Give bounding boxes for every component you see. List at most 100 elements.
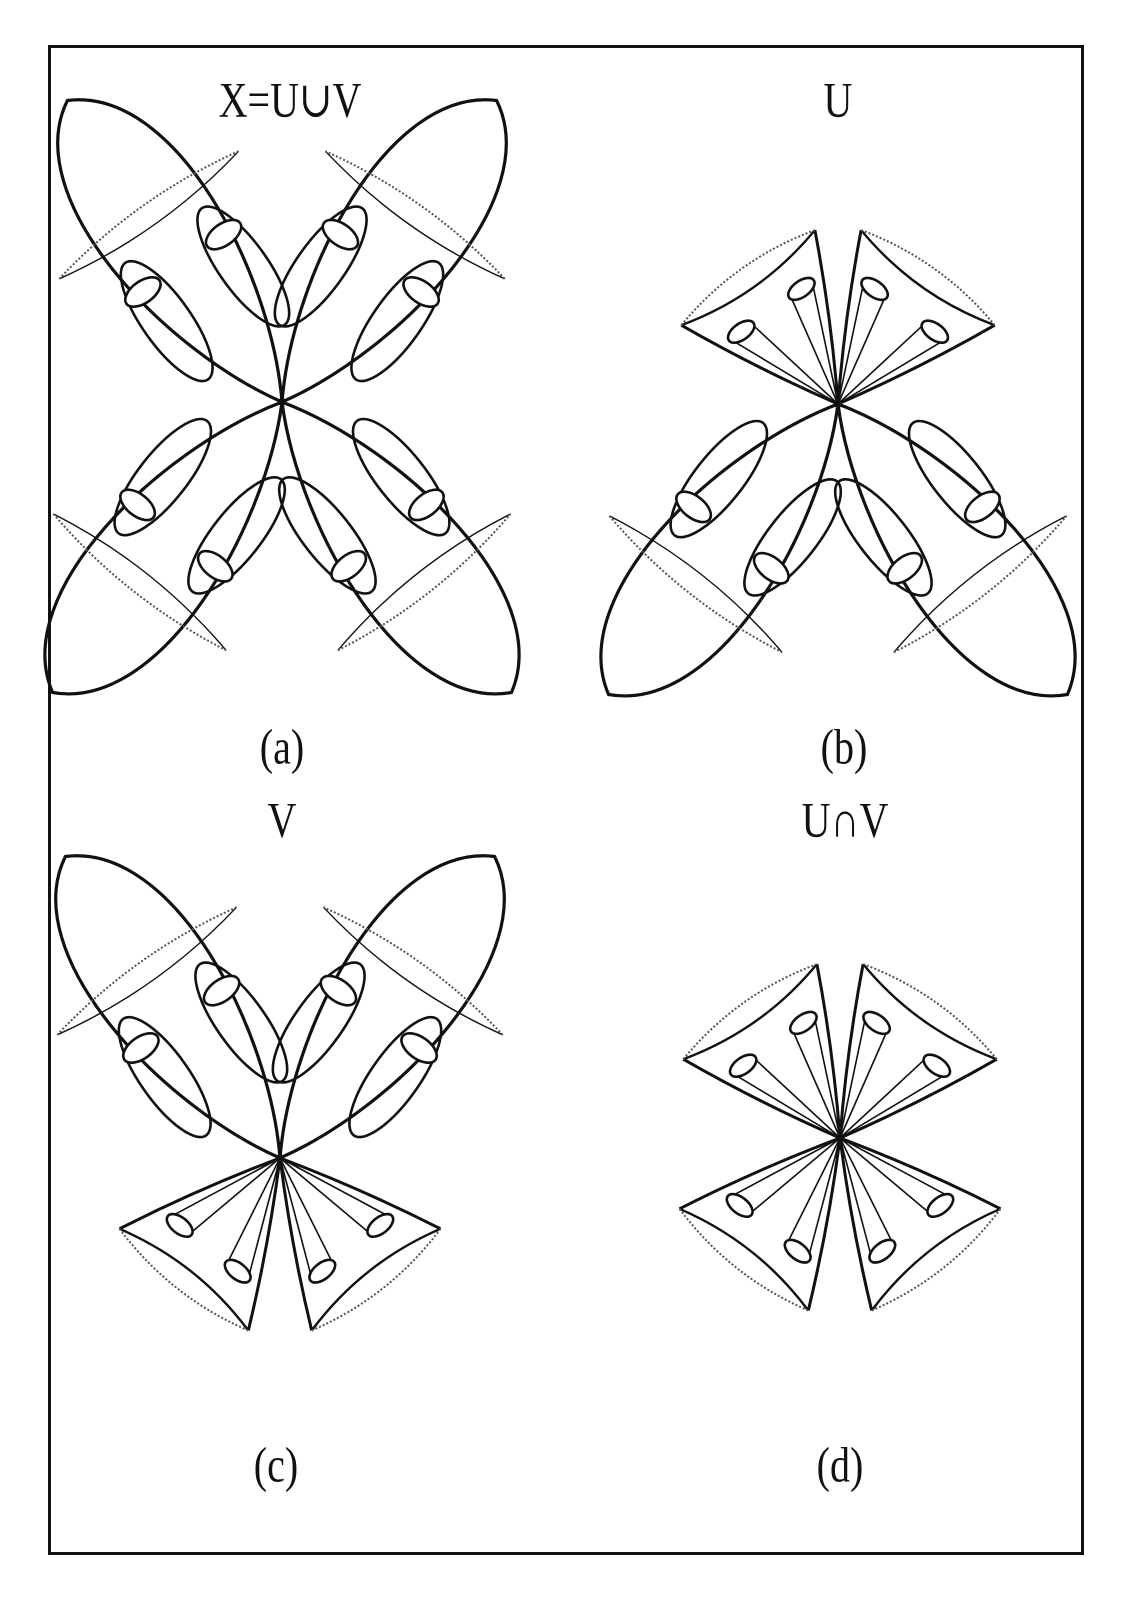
cut-front-arc: [893, 515, 1067, 653]
tube-line: [837, 323, 925, 405]
inner-loop: [194, 961, 289, 1084]
tube-ring: [862, 1010, 892, 1036]
cut-front-arc: [609, 515, 783, 653]
tube-line: [839, 1030, 889, 1139]
tube-line: [279, 1157, 371, 1235]
panel-d-title: U∩V: [801, 791, 889, 848]
tube-line: [279, 1157, 391, 1219]
tube-ring: [366, 1212, 395, 1239]
tube-line: [837, 281, 865, 405]
panel-b-caption: (b): [820, 718, 868, 775]
tube-line: [839, 1057, 927, 1139]
tube-ring: [321, 218, 360, 251]
tube-line: [839, 1137, 931, 1215]
tube-line: [729, 1137, 841, 1199]
petal-ne: [838, 963, 998, 1140]
tube-ring: [860, 276, 890, 302]
cut-front-arc: [59, 150, 240, 280]
tube-ring: [675, 490, 713, 524]
cut-front-arc: [57, 906, 238, 1036]
cut-front-arc: [310, 1227, 441, 1332]
lobe-outline: [278, 854, 506, 1160]
panel-c-open-set-v: [54, 854, 506, 1332]
lobe-outline: [836, 402, 1077, 698]
cut-back-arc: [118, 1228, 249, 1332]
cut-front-arc: [322, 906, 503, 1036]
cut-back-arc: [682, 963, 818, 1060]
tube-ring: [726, 319, 756, 344]
cut-front-arc: [337, 513, 511, 651]
inner-loop: [350, 259, 445, 383]
lobe-outline: [599, 402, 840, 698]
tube-ring: [165, 1212, 194, 1239]
tube-line: [811, 281, 839, 405]
tube-line: [730, 338, 839, 405]
tube-line: [226, 1157, 281, 1264]
tube-ring: [123, 276, 162, 308]
inner-loop: [119, 259, 214, 383]
tube-line: [839, 1137, 894, 1244]
tube-line: [813, 1015, 841, 1139]
cut-back-arc: [608, 515, 783, 654]
panel-b-title: U: [823, 71, 853, 128]
inner-loop: [833, 478, 933, 597]
tube-line: [839, 1072, 948, 1139]
cut-front-arc: [860, 229, 996, 327]
cut-front-arc: [862, 963, 998, 1061]
lobe-outline: [56, 98, 284, 404]
tube-ring: [121, 1032, 160, 1064]
tube-line: [732, 1072, 841, 1139]
inner-loop: [271, 961, 366, 1084]
petal-nw: [682, 963, 842, 1140]
tube-line: [753, 1057, 841, 1139]
tube-ring: [407, 488, 445, 522]
tube-ring: [330, 549, 368, 583]
tube-ring: [196, 549, 234, 583]
inner-loop: [351, 417, 451, 537]
cone-edge: [839, 1136, 1002, 1211]
lobe-outline: [280, 400, 521, 696]
tube-ring: [963, 490, 1001, 524]
tube-line: [749, 1137, 841, 1215]
petal-sw: [118, 1156, 282, 1332]
tube-line: [789, 296, 839, 405]
petal-sw: [43, 400, 287, 696]
inner-loop: [113, 417, 213, 537]
cone-edge: [838, 1137, 874, 1311]
cut-front-arc: [682, 963, 818, 1061]
tube-ring: [786, 276, 816, 302]
cone-edge: [813, 229, 840, 405]
cut-back-arc: [680, 229, 816, 326]
petal-ne: [271, 854, 506, 1160]
inner-loop: [117, 1015, 212, 1139]
petal-ne: [836, 229, 996, 406]
tube-ring: [204, 218, 243, 251]
panel-a-caption: (a): [259, 718, 305, 775]
cone-edge: [682, 1057, 841, 1140]
petal-se: [833, 402, 1077, 698]
panel-b-open-set-u: [599, 229, 1077, 698]
tube-line: [751, 323, 839, 405]
tube-line: [189, 1157, 281, 1235]
tube-ring: [922, 1053, 952, 1078]
cone-edge: [279, 1156, 442, 1231]
tube-ring: [788, 1010, 818, 1036]
petal-ne: [273, 98, 508, 404]
cut-front-arc: [324, 150, 505, 280]
cut-back-arc: [862, 963, 998, 1060]
cut-front-arc: [53, 513, 227, 651]
petal-sw: [599, 402, 843, 698]
petal-se: [278, 1156, 442, 1332]
inner-loop: [743, 478, 843, 597]
tube-line: [791, 1030, 841, 1139]
cut-back-arc: [678, 1208, 809, 1312]
cone-edge: [836, 229, 863, 405]
tube-line: [279, 1157, 334, 1264]
cone-edge: [278, 1157, 314, 1331]
tube-ring: [920, 319, 950, 344]
tube-ring: [752, 551, 790, 585]
tube-ring: [868, 1238, 897, 1264]
tube-line: [169, 1157, 281, 1219]
inner-loop: [187, 476, 287, 595]
tube-line: [839, 1015, 867, 1139]
